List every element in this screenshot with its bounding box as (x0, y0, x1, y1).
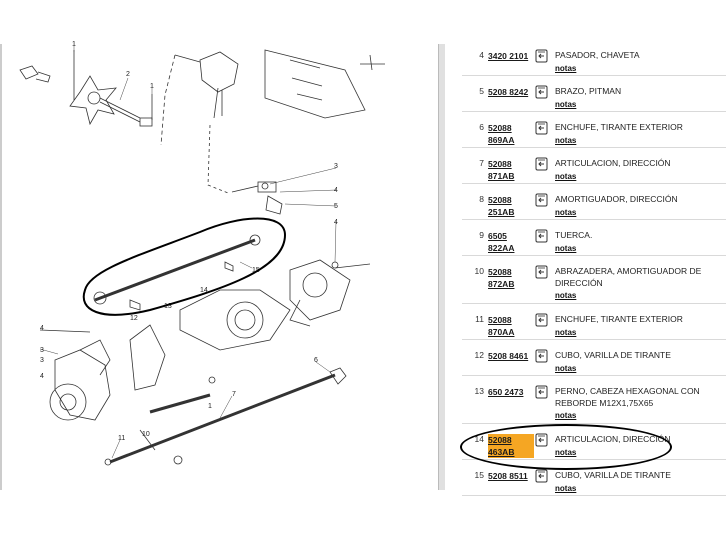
steering-diagram: 1 2 1 3 4 5 4 15 14 12 13 4 3 3 4 6 7 11… (19, 41, 385, 466)
notes-link[interactable]: notas (555, 63, 577, 73)
exploded-view-drawing: 1 2 1 3 4 5 4 15 14 12 13 4 3 3 4 6 7 11… (19, 41, 385, 466)
notes-link[interactable]: notas (555, 243, 577, 253)
callout: 12 (130, 315, 138, 322)
item-number: 12 (474, 350, 484, 360)
part-description: PERNO, CABEZA HEXAGONAL CON REBORDE M12X… (555, 386, 723, 422)
cart-return-icon[interactable] (535, 85, 548, 99)
item-number: 11 (475, 314, 484, 324)
callout: 10 (142, 431, 150, 438)
notes-link[interactable]: notas (555, 291, 577, 300)
cart-return-icon[interactable] (535, 265, 548, 279)
notes-link[interactable]: notas (555, 327, 577, 337)
cart-return-icon[interactable] (535, 229, 548, 243)
callout: 4 (40, 325, 44, 332)
item-number: 9 (479, 230, 484, 240)
callout: 14 (200, 287, 208, 294)
callout: 2 (126, 71, 130, 78)
part-number-link[interactable]: 3420 2101 (488, 51, 529, 61)
table-row: 13 650 2473 PERNO, CABEZA HEXAGONAL CON RE… (462, 376, 726, 424)
callout: 3 (40, 357, 44, 364)
callout: 3 (334, 163, 338, 170)
callout: 1 (72, 41, 76, 48)
part-number-link[interactable]: 5208 8511 (488, 471, 528, 481)
panel-border (0, 44, 2, 490)
cart-return-icon[interactable] (535, 193, 548, 207)
notes-link[interactable]: notas (555, 135, 577, 145)
cart-return-icon[interactable] (535, 49, 548, 63)
part-number-link[interactable]: 5208 8461 (488, 351, 529, 361)
callout: 1 (150, 83, 154, 90)
item-number: 4 (479, 50, 484, 60)
callout: 4 (40, 373, 44, 380)
part-description: TUERCA.notas (555, 230, 723, 254)
callout: 1 (208, 403, 212, 410)
callout: 7 (232, 391, 236, 398)
highlight-ellipse (82, 217, 287, 316)
notes-link[interactable]: notas (555, 411, 577, 420)
notes-link[interactable]: notas (555, 171, 577, 181)
item-number: 6 (479, 122, 484, 132)
part-number-link[interactable]: 650 2473 (488, 387, 524, 397)
item-number: 8 (479, 194, 484, 204)
part-number-link[interactable]: 5208 8242 (488, 87, 529, 97)
callout: 13 (164, 303, 172, 310)
item-number: 5 (479, 86, 484, 96)
callout: 4 (334, 219, 338, 226)
item-number: 15 (474, 470, 484, 480)
callout: 11 (118, 435, 125, 442)
cart-return-icon[interactable] (535, 157, 548, 171)
notes-link[interactable]: notas (555, 99, 577, 109)
item-number: 7 (479, 158, 484, 168)
cart-return-icon[interactable] (535, 121, 548, 135)
row-highlight-ellipse (460, 424, 672, 470)
callout: 4 (334, 187, 338, 194)
cart-return-icon[interactable] (535, 385, 548, 399)
callout: 3 (40, 347, 44, 354)
callout: 6 (314, 357, 318, 364)
notes-link[interactable]: notas (555, 363, 577, 373)
item-number: 13 (474, 386, 484, 396)
item-number: 10 (474, 266, 484, 276)
callout: 15 (252, 267, 260, 274)
cart-return-icon[interactable] (535, 313, 548, 327)
scrollbar[interactable] (438, 44, 445, 490)
notes-link[interactable]: notas (555, 483, 577, 493)
callout: 5 (334, 203, 338, 210)
cart-return-icon[interactable] (535, 469, 548, 483)
notes-link[interactable]: notas (555, 207, 577, 217)
cart-return-icon[interactable] (535, 349, 548, 363)
